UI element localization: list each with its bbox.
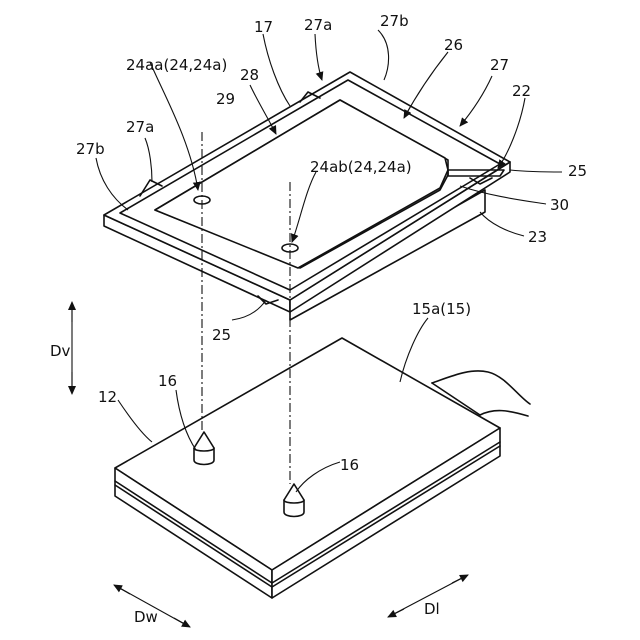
- label-27a-left: 27a: [126, 118, 154, 136]
- label-25-right: 25: [568, 162, 587, 180]
- label-24ab: 24ab(24,24a): [310, 158, 412, 176]
- label-30: 30: [550, 196, 569, 214]
- label-23: 23: [528, 228, 547, 246]
- label-27a-top: 27a: [304, 16, 332, 34]
- label-26: 26: [444, 36, 463, 54]
- label-27b-top: 27b: [380, 12, 409, 30]
- label-27b-left: 27b: [76, 140, 105, 158]
- label-15a: 15a(15): [412, 300, 471, 318]
- label-dv: Dv: [50, 342, 71, 360]
- label-28: 28: [240, 66, 259, 84]
- label-16-right: 16: [340, 456, 359, 474]
- label-25-bottom: 25: [212, 326, 231, 344]
- plate-assembly: [104, 72, 510, 320]
- label-17: 17: [254, 18, 273, 36]
- label-dl: Dl: [424, 600, 440, 618]
- label-24aa: 24aa(24,24a): [126, 56, 227, 74]
- label-12: 12: [98, 388, 117, 406]
- label-16-left: 16: [158, 372, 177, 390]
- label-22: 22: [512, 82, 531, 100]
- label-29: 29: [216, 90, 235, 108]
- label-dw: Dw: [134, 608, 158, 626]
- base-block: [115, 338, 530, 598]
- label-27: 27: [490, 56, 509, 74]
